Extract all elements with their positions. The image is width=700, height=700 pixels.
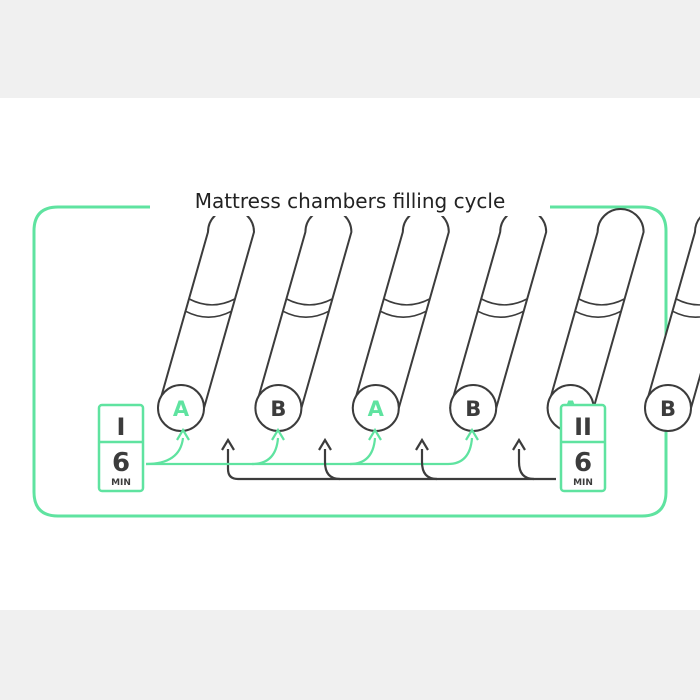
arrow-line-green <box>145 437 185 466</box>
arrowhead-green <box>271 427 285 441</box>
chamber-label: A <box>368 397 385 421</box>
chamber-roll: B <box>449 208 548 432</box>
arrowhead-green <box>176 427 190 441</box>
arrowhead-gray <box>512 437 526 451</box>
frame-border <box>32 205 668 518</box>
roll-seam <box>574 310 622 318</box>
phase-unit-right: MIN <box>573 478 593 488</box>
roll-seam <box>185 310 232 318</box>
roll-seam <box>480 298 528 306</box>
chamber-roll: B <box>644 216 700 432</box>
chamber-end-cap <box>157 384 205 432</box>
arrow-line-b <box>420 449 438 481</box>
roll-seam <box>672 310 700 318</box>
chamber-label: B <box>270 397 286 421</box>
phase-duration-left: 6 <box>112 448 130 478</box>
chamber-roll: A <box>351 208 450 432</box>
chamber-end-cap <box>644 384 692 432</box>
arrow-line-b <box>226 449 556 481</box>
chamber-roll: A <box>157 208 255 432</box>
roll-seam <box>675 298 700 306</box>
arrowhead-green <box>368 427 382 441</box>
roll-seam <box>188 298 236 306</box>
phase-box-right: II 6 MIN <box>559 403 607 493</box>
phase-box-left: I 6 MIN <box>97 403 145 493</box>
arrowhead-gray <box>415 437 429 451</box>
roll-seam <box>383 298 431 306</box>
arrow-line-green <box>350 437 474 466</box>
arrowhead-gray <box>318 437 332 451</box>
arrow-line-b <box>323 449 341 481</box>
chamber-roll: B <box>254 208 353 432</box>
phase-duration-right: 6 <box>574 448 592 478</box>
mattress-rolls: BABABABA <box>157 208 700 432</box>
phase-numeral-right: II <box>574 413 592 441</box>
arrow-line-green <box>252 437 377 466</box>
diagram-title: Mattress chambers filling cycle <box>150 186 550 216</box>
phase-numeral-left: I <box>117 413 126 441</box>
roll-seam <box>282 310 330 318</box>
arrow-line-b <box>517 449 535 481</box>
chamber-label: A <box>173 397 190 421</box>
roll-seam <box>477 310 525 318</box>
arrowhead-green <box>465 427 479 441</box>
chamber-label: B <box>465 397 481 421</box>
arrowhead-gray <box>221 437 235 451</box>
chamber-label: B <box>660 397 676 421</box>
roll-seam <box>286 298 333 306</box>
roll-seam <box>578 298 625 306</box>
chamber-roll: A <box>546 208 645 432</box>
phase-unit-left: MIN <box>111 478 131 488</box>
arrows <box>145 427 556 481</box>
roll-seam <box>379 310 427 318</box>
